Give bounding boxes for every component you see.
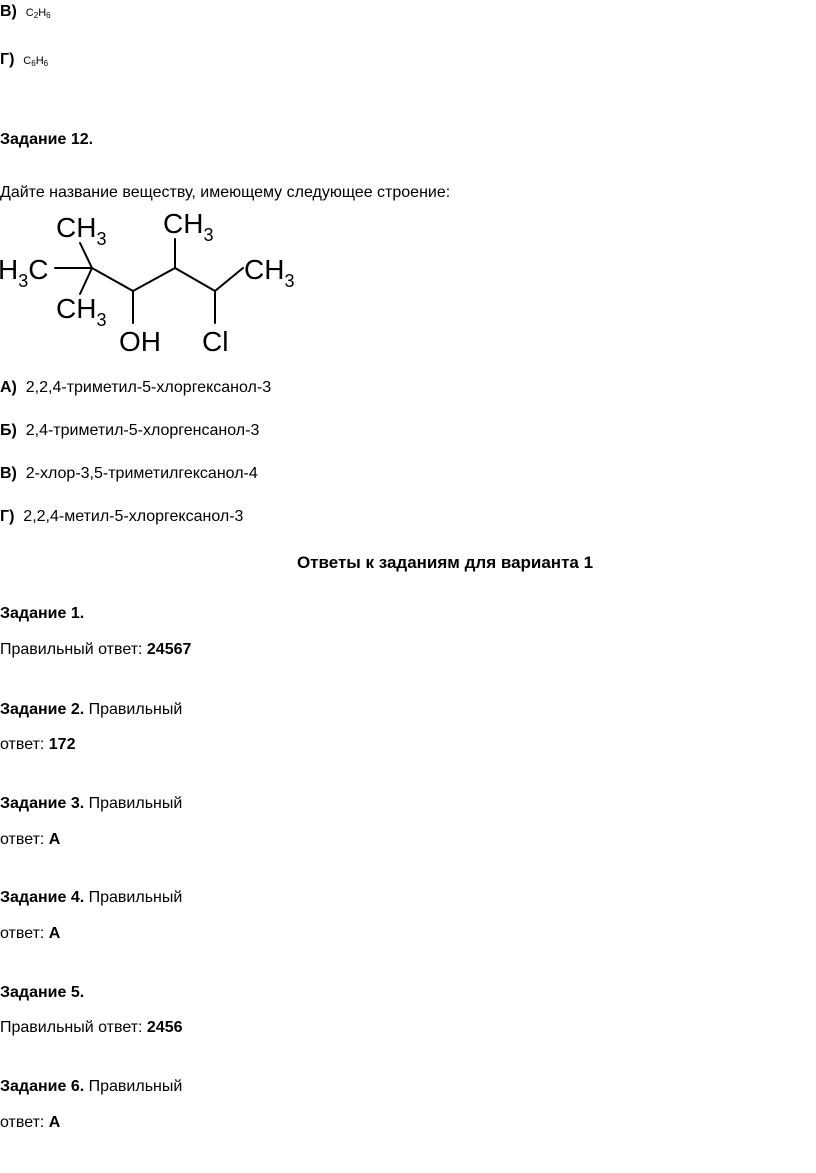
h3c-left: H3C (0, 254, 48, 291)
option-v-prev: В) C2H6 (0, 2, 51, 23)
formula: C2H6 (25, 7, 51, 20)
ch3-top-right: CH3 (163, 208, 213, 245)
answer1: Правильный ответ: 24567 (0, 641, 192, 658)
answer6-line2: ответ: А (0, 1114, 61, 1131)
answers-title: Ответы к заданиям для варианта 1 (296, 553, 594, 572)
structural-formula: CH3 CH3 H3C CH3 CH3 OH Cl (0, 208, 294, 357)
option-letter: В) (0, 3, 17, 20)
task12-option-g: Г) 2,2,4-метил-5-хлоргексанол-3 (0, 508, 244, 525)
answer5: Правильный ответ: 2456 (0, 1019, 183, 1036)
task12-question: Дайте название веществу, имеющему следую… (0, 184, 451, 201)
oh-group: OH (119, 326, 161, 357)
answer6-line1: Задание 6. Правильный (0, 1078, 183, 1095)
task12-option-b: Б) 2,4-триметил-5-хлоргенсанол-3 (0, 422, 260, 439)
answer1-heading: Задание 1. (0, 605, 85, 622)
cl-group: Cl (202, 326, 228, 357)
option-g-prev: Г) C6H6 (0, 50, 48, 71)
answer2-line2: ответ: 172 (0, 736, 76, 753)
task12-heading: Задание 12. (0, 131, 94, 148)
answer4-line1: Задание 4. Правильный (0, 889, 183, 906)
ch3-top-left: CH3 (56, 212, 106, 249)
answer4-line2: ответ: А (0, 925, 61, 942)
ch3-bottom-left: CH3 (56, 293, 106, 330)
answer5-heading: Задание 5. (0, 984, 85, 1001)
formula: C6H6 (23, 55, 49, 68)
answer3-line2: ответ: А (0, 831, 61, 848)
answer2-line1: Задание 2. Правильный (0, 701, 183, 718)
ch3-right: CH3 (244, 254, 294, 291)
option-letter: Г) (0, 51, 15, 68)
answer3-line1: Задание 3. Правильный (0, 795, 183, 812)
task12-option-a: А) 2,2,4-триметил-5-хлоргексанол-3 (0, 379, 272, 396)
task12-option-v: В) 2-хлор-3,5-триметилгексанол-4 (0, 465, 258, 482)
